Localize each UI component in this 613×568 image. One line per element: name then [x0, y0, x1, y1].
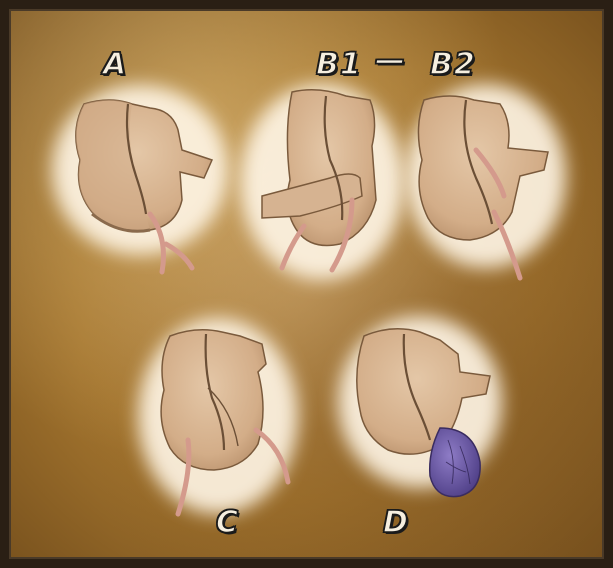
- label-b2: B2: [430, 50, 476, 80]
- label-a: A: [103, 50, 127, 80]
- label-d: D: [383, 508, 409, 538]
- figure-d: [338, 316, 502, 497]
- figure-c: [138, 318, 298, 514]
- label-c: C: [216, 508, 239, 538]
- figure-b2: [406, 84, 566, 278]
- label-dash: —: [375, 46, 406, 76]
- figure-b1: [240, 84, 404, 280]
- label-b1: B1: [316, 50, 362, 80]
- figure-a: [52, 85, 228, 272]
